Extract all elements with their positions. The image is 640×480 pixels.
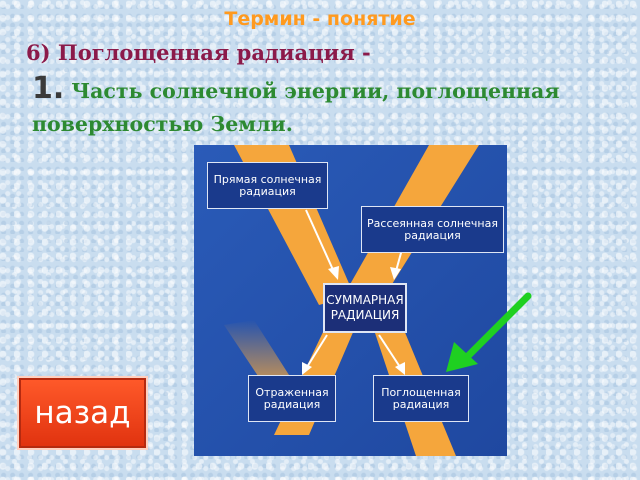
direct-arrow: [305, 209, 335, 273]
direct-arrowhead: [328, 266, 339, 280]
total-radiation-box: СУММАРНАЯ РАДИАЦИЯ: [323, 283, 407, 333]
absorbed-radiation-box: Поглощенная радиация: [373, 375, 469, 422]
direct-radiation-box: Прямая солнечная радиация: [207, 162, 328, 209]
green-arrow-icon: [446, 292, 532, 372]
diffuse-radiation-label: Рассеянная солнечная радиация: [367, 216, 498, 242]
absorbed-radiation-label: Поглощенная радиация: [381, 385, 461, 411]
reflected-arrow: [306, 334, 328, 368]
reflected-radiation-box: Отраженная радиация: [248, 375, 336, 422]
term-heading: 6) Поглощенная радиация -: [26, 40, 371, 65]
diffuse-arrowhead: [390, 267, 401, 280]
slide-title: Термин - понятие: [224, 8, 416, 30]
reflected-arrowhead: [302, 362, 312, 375]
diffuse-radiation-box: Рассеянная солнечная радиация: [361, 206, 504, 253]
definition: 1. Часть солнечной энергии, поглощенная …: [32, 72, 632, 141]
reflection-glow: [224, 320, 289, 385]
definition-number: 1.: [32, 71, 65, 106]
absorbed-arrowhead: [395, 362, 405, 375]
total-radiation-label: СУММАРНАЯ РАДИАЦИЯ: [326, 293, 404, 322]
absorbed-arrow: [378, 334, 401, 368]
definition-text: Часть солнечной энергии, поглощенная пов…: [32, 79, 560, 136]
back-button[interactable]: назад: [17, 376, 148, 450]
reflected-radiation-label: Отраженная радиация: [255, 385, 329, 411]
direct-radiation-label: Прямая солнечная радиация: [213, 172, 322, 198]
